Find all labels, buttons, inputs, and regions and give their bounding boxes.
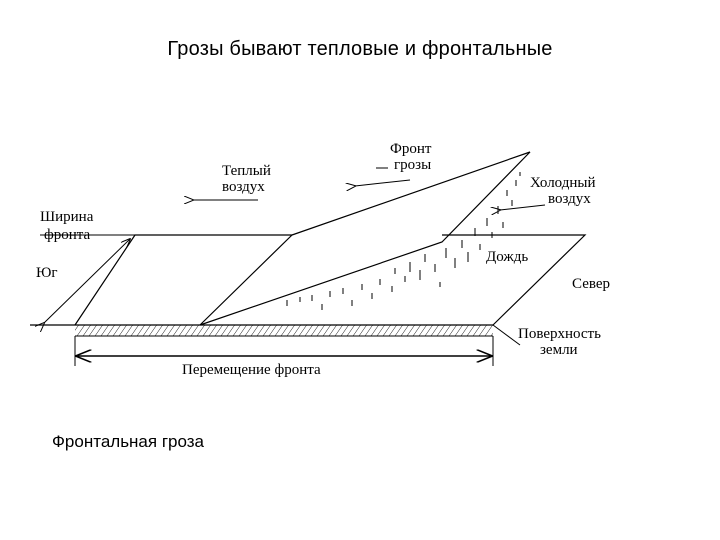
front-width-arrow xyxy=(44,239,130,323)
front-movement-label: Перемещение фронта xyxy=(182,362,321,378)
surface-leader xyxy=(492,324,521,346)
front-label-line2: грозы xyxy=(394,157,431,173)
cold-air-arrow xyxy=(500,204,546,210)
rain-label: Дождь xyxy=(486,249,528,265)
warm-air-plane-outline xyxy=(74,234,294,326)
cold-air-label-line2: воздух xyxy=(548,191,591,207)
front-width-label-line2: фронта xyxy=(44,227,90,243)
cold-air-label-line1: Холодный xyxy=(530,175,596,191)
front-surface-lower-edge xyxy=(199,151,531,326)
north-label: Север xyxy=(572,276,610,292)
ground-surface-hatch xyxy=(75,325,493,336)
front-motion-arrow xyxy=(355,179,411,186)
warm-air-label-line1: Теплый xyxy=(222,163,271,179)
surface-label-line2: земли xyxy=(540,342,578,358)
figure-caption: Фронтальная гроза xyxy=(52,432,204,451)
cold-air-plane-outline xyxy=(442,234,587,326)
south-label: Юг xyxy=(36,265,58,281)
slide-title: Грозы бывают тепловые и фронтальные xyxy=(167,38,553,60)
front-width-label-line1: Ширина xyxy=(40,209,94,225)
rain-strokes xyxy=(286,172,521,310)
front-label-line1: Фронт xyxy=(390,141,432,157)
front-surface-top-edge xyxy=(291,151,531,236)
warm-air-label-line2: воздух xyxy=(222,179,265,195)
surface-label-line1: Поверхность xyxy=(518,326,601,342)
